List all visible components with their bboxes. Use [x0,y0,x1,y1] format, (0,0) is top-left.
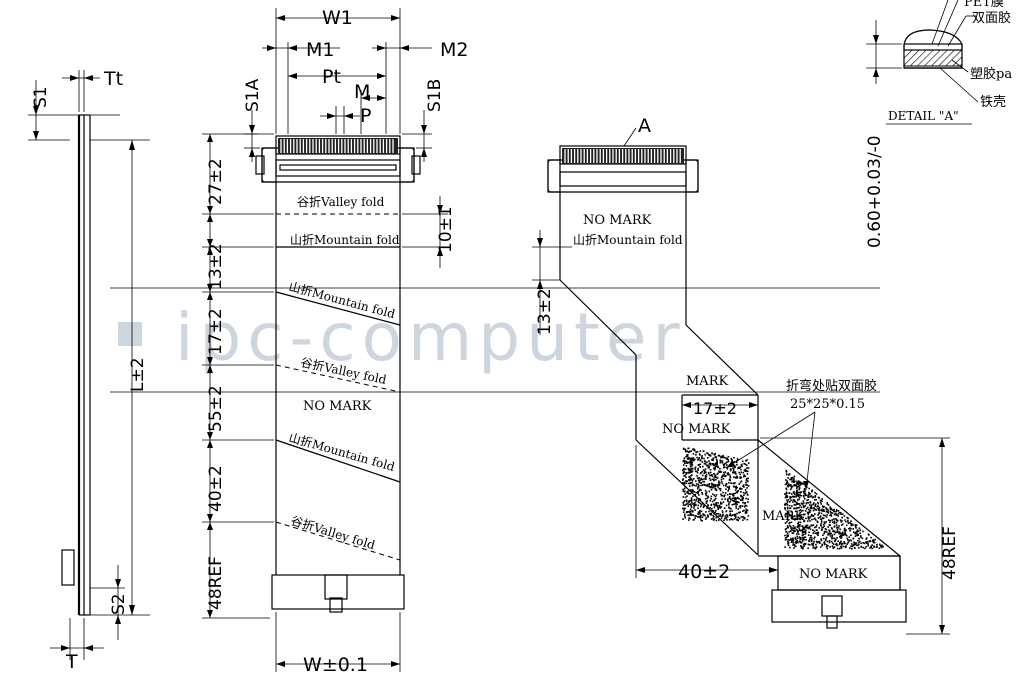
side-l-label: L±2 [128,357,148,392]
front-mountain-fold-1: 山折Mountain fold [290,232,400,247]
detail-view: 0.60+0.03/-0 PET膜 双面胶 塑胶pa 铁壳 DETAIL "A" [865,0,1012,248]
front-valley-fold-1: 谷折Valley fold [297,194,385,209]
front-d17-label: 17±2 [206,308,226,355]
front-d55-label: 55±2 [206,385,226,432]
front-m1-label: M1 [306,39,334,61]
fold-d40-label: 40±2 [678,561,730,583]
detail-iron-label: 铁壳 [980,95,1006,110]
front-m2-label: M2 [440,39,468,61]
side-s2-label: S2 [109,593,129,615]
fold-d48-label: 48REF [940,526,960,580]
front-valley-fold-3: 谷折Valley fold [289,513,377,553]
front-no-mark: NO MARK [303,399,372,414]
front-mountain-fold-3: 山折Mountain fold [287,429,397,474]
front-pt-label: Pt [322,66,341,88]
fold-no-mark-top: NO MARK [583,213,652,228]
front-p-label: P [360,105,371,127]
tape-area-1 [682,447,750,522]
tape-area-2 [784,469,884,550]
detail-pet-label: PET膜 [964,0,1004,10]
front-d10-label: 10±1 [436,206,456,253]
fold-d13-label: 13±2 [535,288,555,335]
front-m-label: M [354,81,370,103]
fold-callout-a: A [638,115,651,137]
detail-plastic-label: 塑胶pa [970,66,1012,82]
fold-mark-1: MARK [686,374,728,389]
side-s1-label: S1 [31,86,51,108]
detail-a-title: DETAIL "A" [888,109,959,123]
fold-d17-label: 17±2 [693,399,737,418]
fold-note-size: 25*25*0.15 [790,397,865,412]
watermark: ipc-computer [175,299,686,376]
front-d27-label: 27±2 [206,158,226,205]
fold-no-mark-mid: NO MARK [662,422,731,437]
side-t-label: T [65,651,78,673]
front-d48-label: 48REF [206,556,226,610]
front-s1b-label: S1B [425,79,445,112]
fold-note-cn: 折弯处贴双面胶 [786,378,877,394]
detail-thickness-label: 0.60+0.03/-0 [865,135,885,248]
front-d40-label: 40±2 [206,465,226,512]
watermark-logo-mark [118,322,142,346]
fold-no-mark-bottom: NO MARK [799,567,868,582]
front-d13-label: 13±2 [206,243,226,290]
side-tt-label: Tt [103,68,123,90]
fold-mountain: 山折Mountain fold [573,232,683,247]
front-s1a-label: S1A [243,78,263,112]
side-view: S1 Tt L±2 S2 T [28,68,150,673]
fold-mark-2: MARK [762,509,804,524]
detail-tape-label: 双面胶 [972,10,1011,26]
front-w1-label: W1 [322,7,353,29]
folded-view: A NO MARK 山折Mountain fold MARK NO MARK M… [532,115,960,635]
front-w-label: W±0.1 [303,654,368,676]
